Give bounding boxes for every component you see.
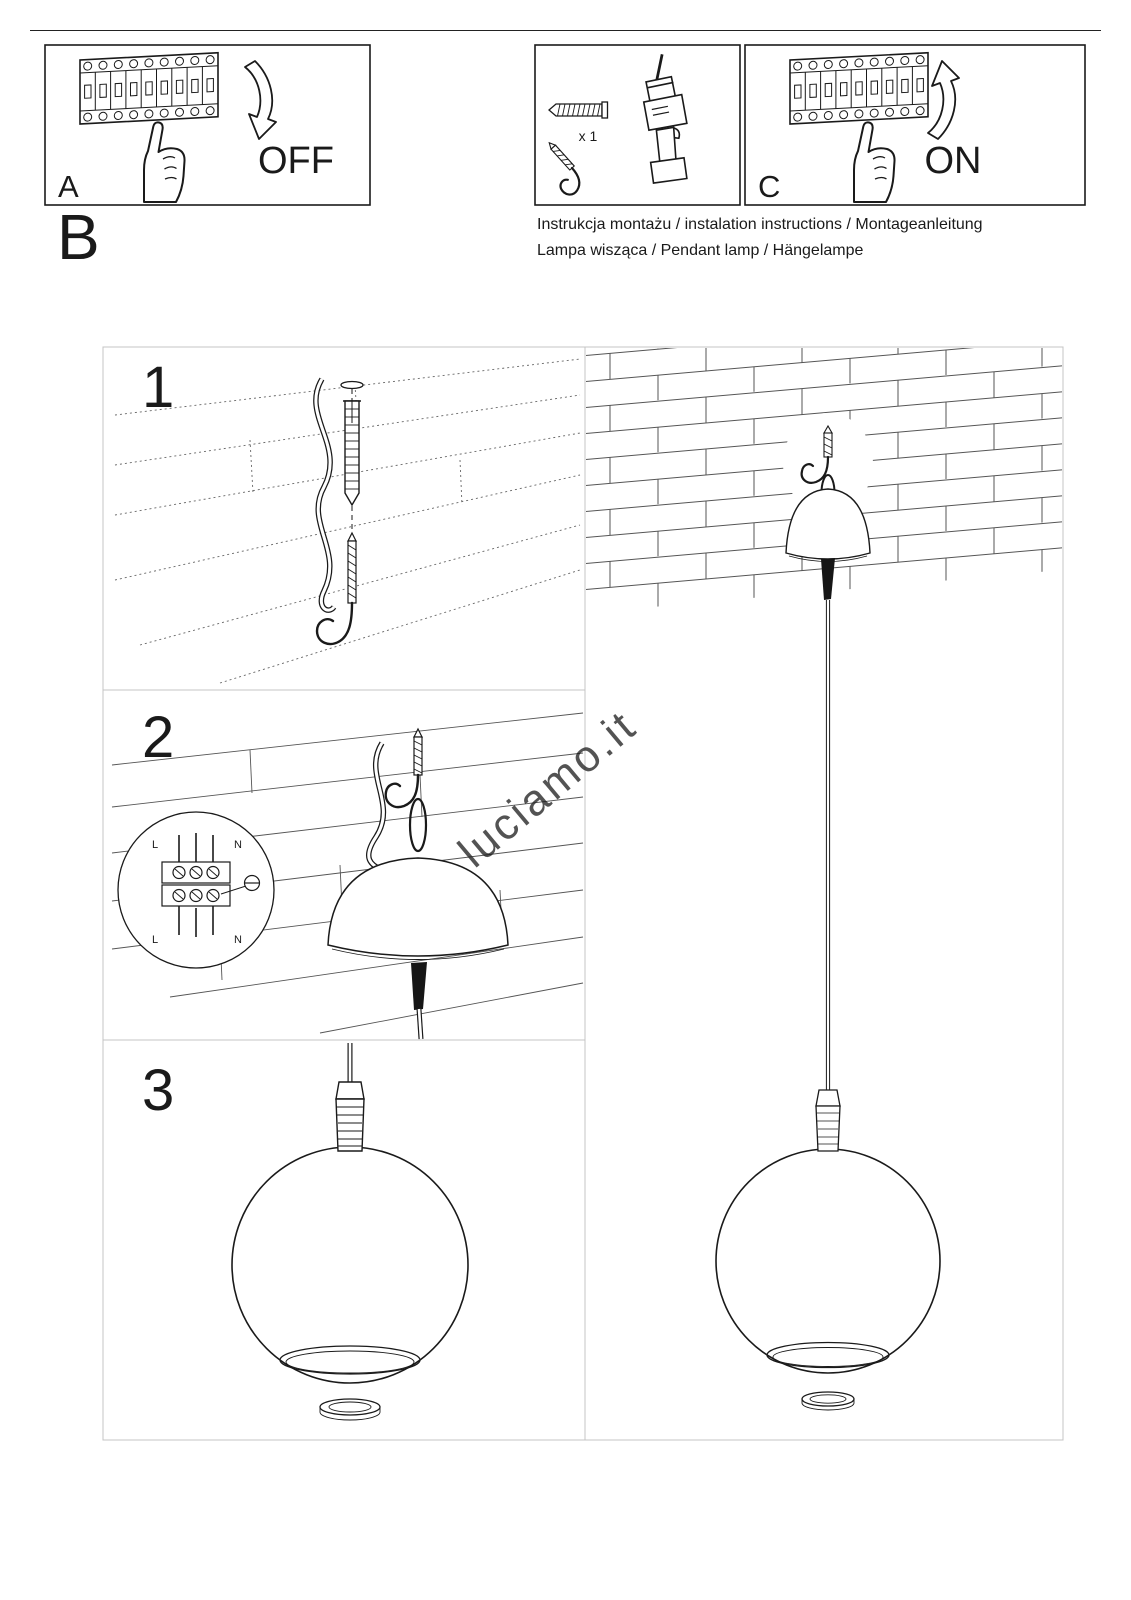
neutral-label-top: N: [234, 839, 242, 851]
trim-ring: [319, 1398, 381, 1421]
lamp-socket: [815, 1089, 841, 1152]
canopy: [327, 857, 509, 960]
screwdriver-icon: [220, 874, 261, 895]
glass-sphere: [231, 1146, 469, 1384]
drill-hole: [340, 380, 364, 390]
mains-cable: [313, 377, 337, 613]
trim-ring: [801, 1391, 855, 1411]
live-label-bottom: L: [152, 934, 158, 946]
panel-grid: [102, 346, 1064, 1441]
switch-off-label: OFF: [258, 140, 334, 182]
breaker-panel-icon: [79, 51, 219, 125]
step-3-panel: 3: [142, 1043, 469, 1421]
lamp-socket: [335, 1081, 365, 1152]
top-panels: OFF A x 1: [44, 44, 1086, 206]
step-3-number: 3: [142, 1058, 174, 1123]
sphere-opening: [279, 1345, 421, 1375]
title-line-1: Instrukcja montażu / instalation instruc…: [537, 216, 983, 233]
wall-plug-icon: [548, 101, 609, 119]
hanger-loop: [408, 797, 428, 853]
sphere-opening: [766, 1341, 890, 1369]
box-c: ON C: [744, 44, 1086, 206]
box-c-label: C: [758, 169, 780, 204]
press-hand-icon: [143, 121, 186, 203]
pendant-cable: [416, 1008, 424, 1040]
hook-screw-icon: [315, 531, 357, 646]
curved-arrow-up-icon: [927, 60, 960, 140]
tools-box: x 1: [534, 44, 741, 206]
title-line-2: Lampa wisząca / Pendant lamp / Hängelamp…: [537, 241, 864, 259]
dowel-count-label: x 1: [579, 128, 598, 144]
mains-cable: [365, 741, 387, 874]
strain-relief: [821, 558, 835, 600]
hook-screw-icon: [548, 141, 581, 196]
ceiling-hook-icon: [800, 424, 833, 484]
neutral-label-bottom: N: [234, 934, 242, 946]
main-illustration: 1: [102, 346, 1064, 1441]
assembled-lamp-panel: [586, 348, 1062, 1411]
breaker-panel-icon: [789, 51, 929, 125]
step-2-panel: 2: [111, 705, 584, 1040]
box-a-label: A: [58, 169, 79, 204]
curved-arrow-down-icon: [244, 60, 277, 140]
drill-icon: [642, 54, 688, 185]
glass-sphere: [715, 1148, 941, 1374]
press-hand-icon: [853, 121, 896, 203]
page-border-top: [30, 30, 1101, 31]
strain-relief: [411, 962, 427, 1010]
step-1-panel: 1: [114, 355, 581, 684]
wiring-inset: L N L N: [117, 811, 275, 969]
watermark: luciamo.it: [449, 701, 646, 877]
title-block: Instrukcja montażu / instalation instruc…: [537, 212, 983, 263]
section-b-label: B: [57, 201, 100, 273]
terminal-block: [161, 861, 231, 907]
ceiling-hook-icon: [384, 727, 423, 809]
wall-plug-icon: [343, 400, 361, 507]
switch-on-label: ON: [925, 140, 982, 182]
live-label-top: L: [152, 839, 158, 851]
box-a: OFF A: [44, 44, 371, 206]
step-1-number: 1: [142, 355, 174, 420]
